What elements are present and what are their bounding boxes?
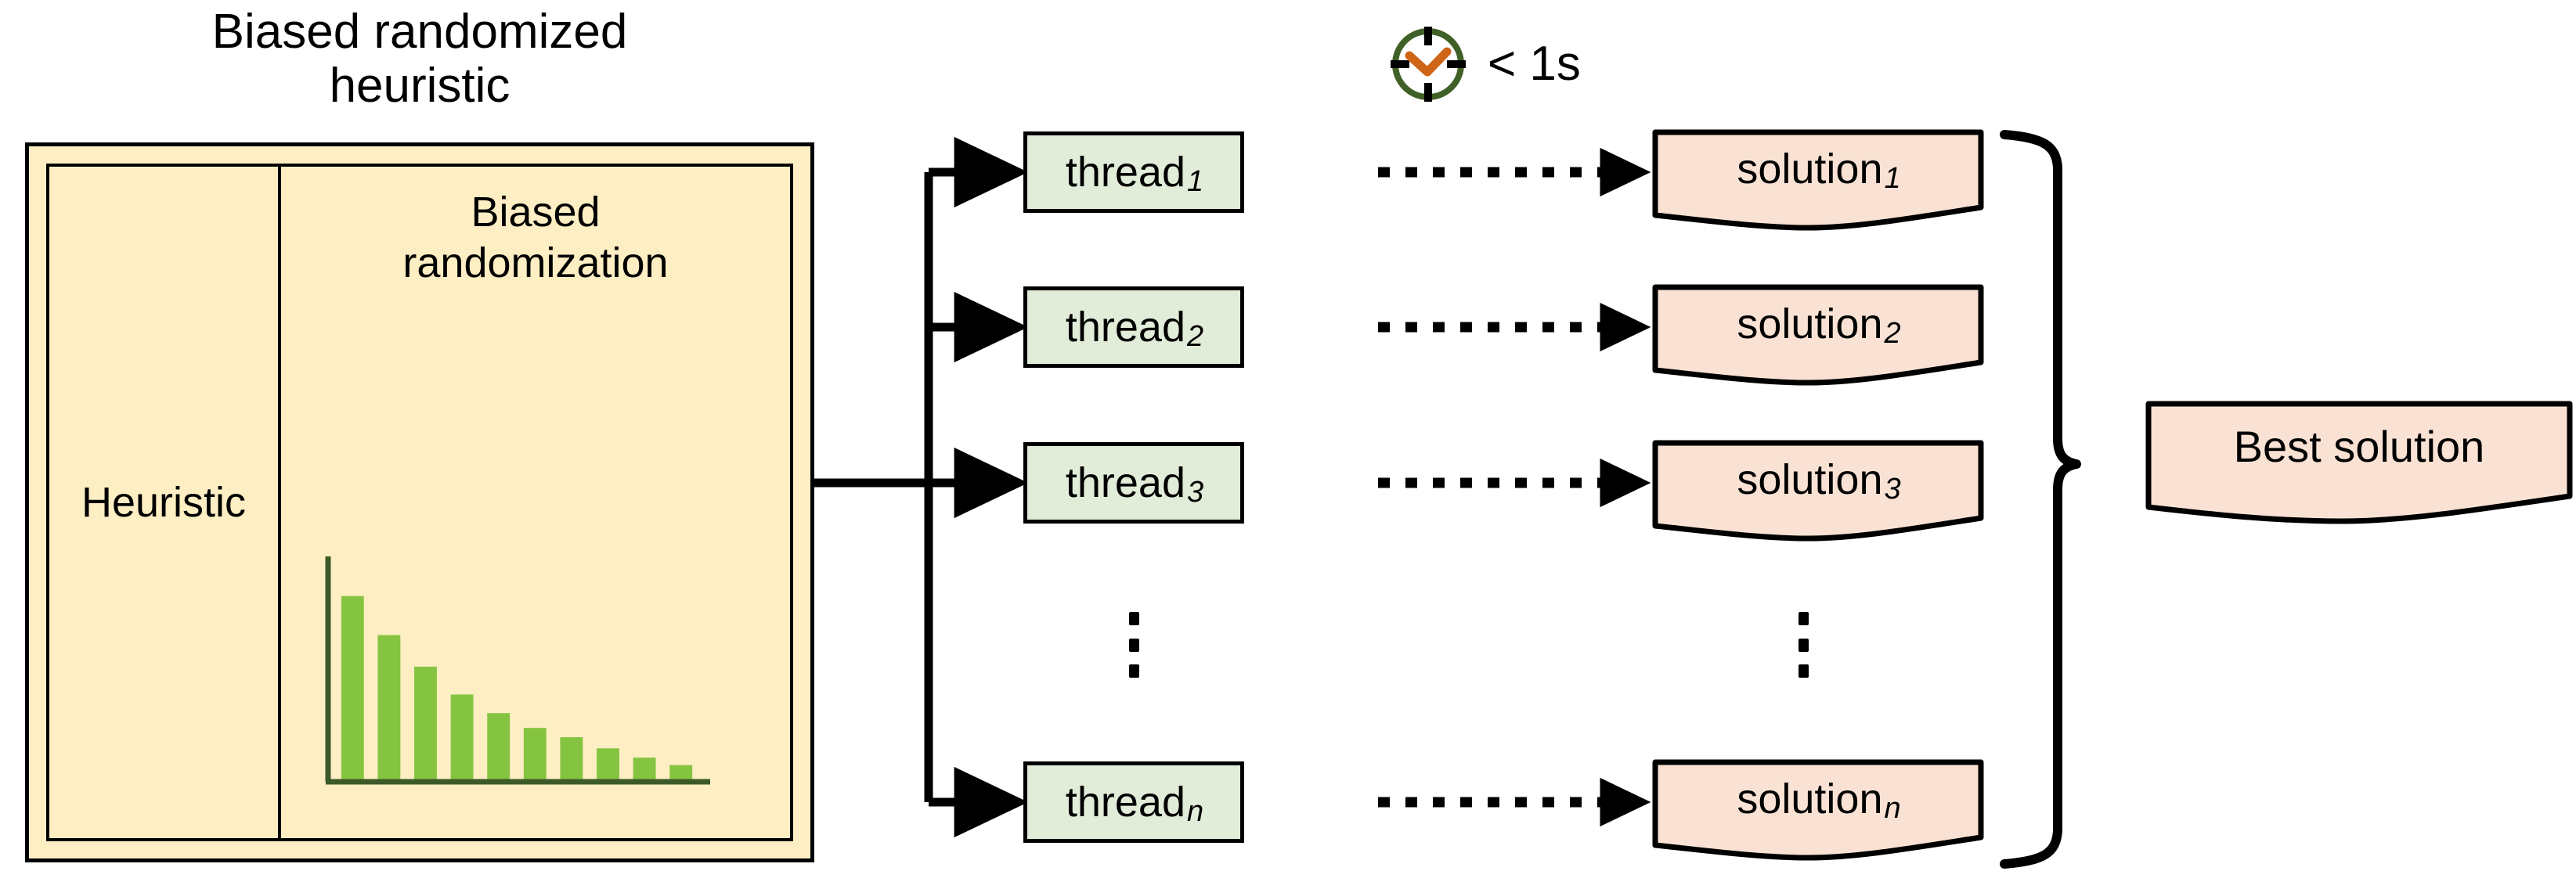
best-solution-box[interactable]: Best solution bbox=[2145, 401, 2573, 527]
clock-icon bbox=[1386, 22, 1470, 106]
bar-4 bbox=[450, 694, 474, 782]
bar-2 bbox=[377, 635, 401, 782]
page-title: Biased randomized heuristic bbox=[211, 5, 628, 113]
bar-5 bbox=[487, 713, 511, 782]
thread-ellipsis-icon bbox=[1127, 612, 1140, 678]
solution-ellipsis-icon bbox=[1797, 612, 1809, 678]
biased-randomized-heuristic-box: Heuristic Biased randomization bbox=[25, 142, 814, 862]
best-solution-label: Best solution bbox=[2233, 421, 2485, 471]
solution-doc-shape-n bbox=[1652, 759, 1984, 862]
bar-chart-svg bbox=[325, 556, 710, 785]
biased-randomization-label: Biased randomization bbox=[402, 189, 669, 286]
solution-subscript-n: n bbox=[1884, 791, 1901, 825]
solution-label-3: solution bbox=[1737, 456, 1883, 503]
bar-9 bbox=[633, 758, 656, 782]
solution-label-2: solution bbox=[1737, 301, 1883, 347]
solution-doc-shape-3 bbox=[1652, 440, 1984, 543]
solution-subscript-3: 3 bbox=[1884, 472, 1901, 506]
bar-3 bbox=[414, 666, 437, 782]
best-solution-doc-shape bbox=[2145, 401, 2573, 527]
skewed-distribution-bar-chart bbox=[323, 556, 715, 791]
solution-doc-shape-2 bbox=[1652, 284, 1984, 387]
thread-label-2: thread bbox=[1065, 304, 1185, 351]
solution-subscript-2: 2 bbox=[1884, 316, 1901, 350]
bar-1 bbox=[341, 596, 364, 782]
solution-subscript-1: 1 bbox=[1884, 161, 1901, 195]
solution-label-1: solution bbox=[1737, 146, 1883, 193]
thread-subscript-n: n bbox=[1186, 794, 1204, 828]
bar-6 bbox=[523, 728, 547, 782]
thread-label-n: thread bbox=[1065, 779, 1185, 826]
bar-8 bbox=[597, 748, 619, 782]
bar-7 bbox=[560, 737, 583, 782]
timing-label: < 1s bbox=[1488, 37, 1581, 91]
solution-doc-shape-1 bbox=[1652, 129, 1984, 232]
thread-subscript-2: 2 bbox=[1186, 319, 1204, 353]
clock-icon-svg bbox=[1391, 27, 1466, 102]
thread-label-3: thread bbox=[1065, 459, 1185, 506]
thread-label-1: thread bbox=[1065, 149, 1185, 196]
heuristic-pane: Heuristic bbox=[49, 167, 281, 838]
aggregation-brace bbox=[2000, 130, 2081, 869]
thread-subscript-1: 1 bbox=[1186, 164, 1204, 198]
heuristic-inner-box: Heuristic Biased randomization bbox=[46, 164, 793, 841]
thread-subscript-3: 3 bbox=[1186, 475, 1204, 509]
heuristic-label: Heuristic bbox=[81, 479, 247, 526]
bar-10 bbox=[669, 765, 693, 782]
biased-randomization-pane: Biased randomization bbox=[281, 167, 790, 838]
solution-label-n: solution bbox=[1737, 776, 1883, 822]
